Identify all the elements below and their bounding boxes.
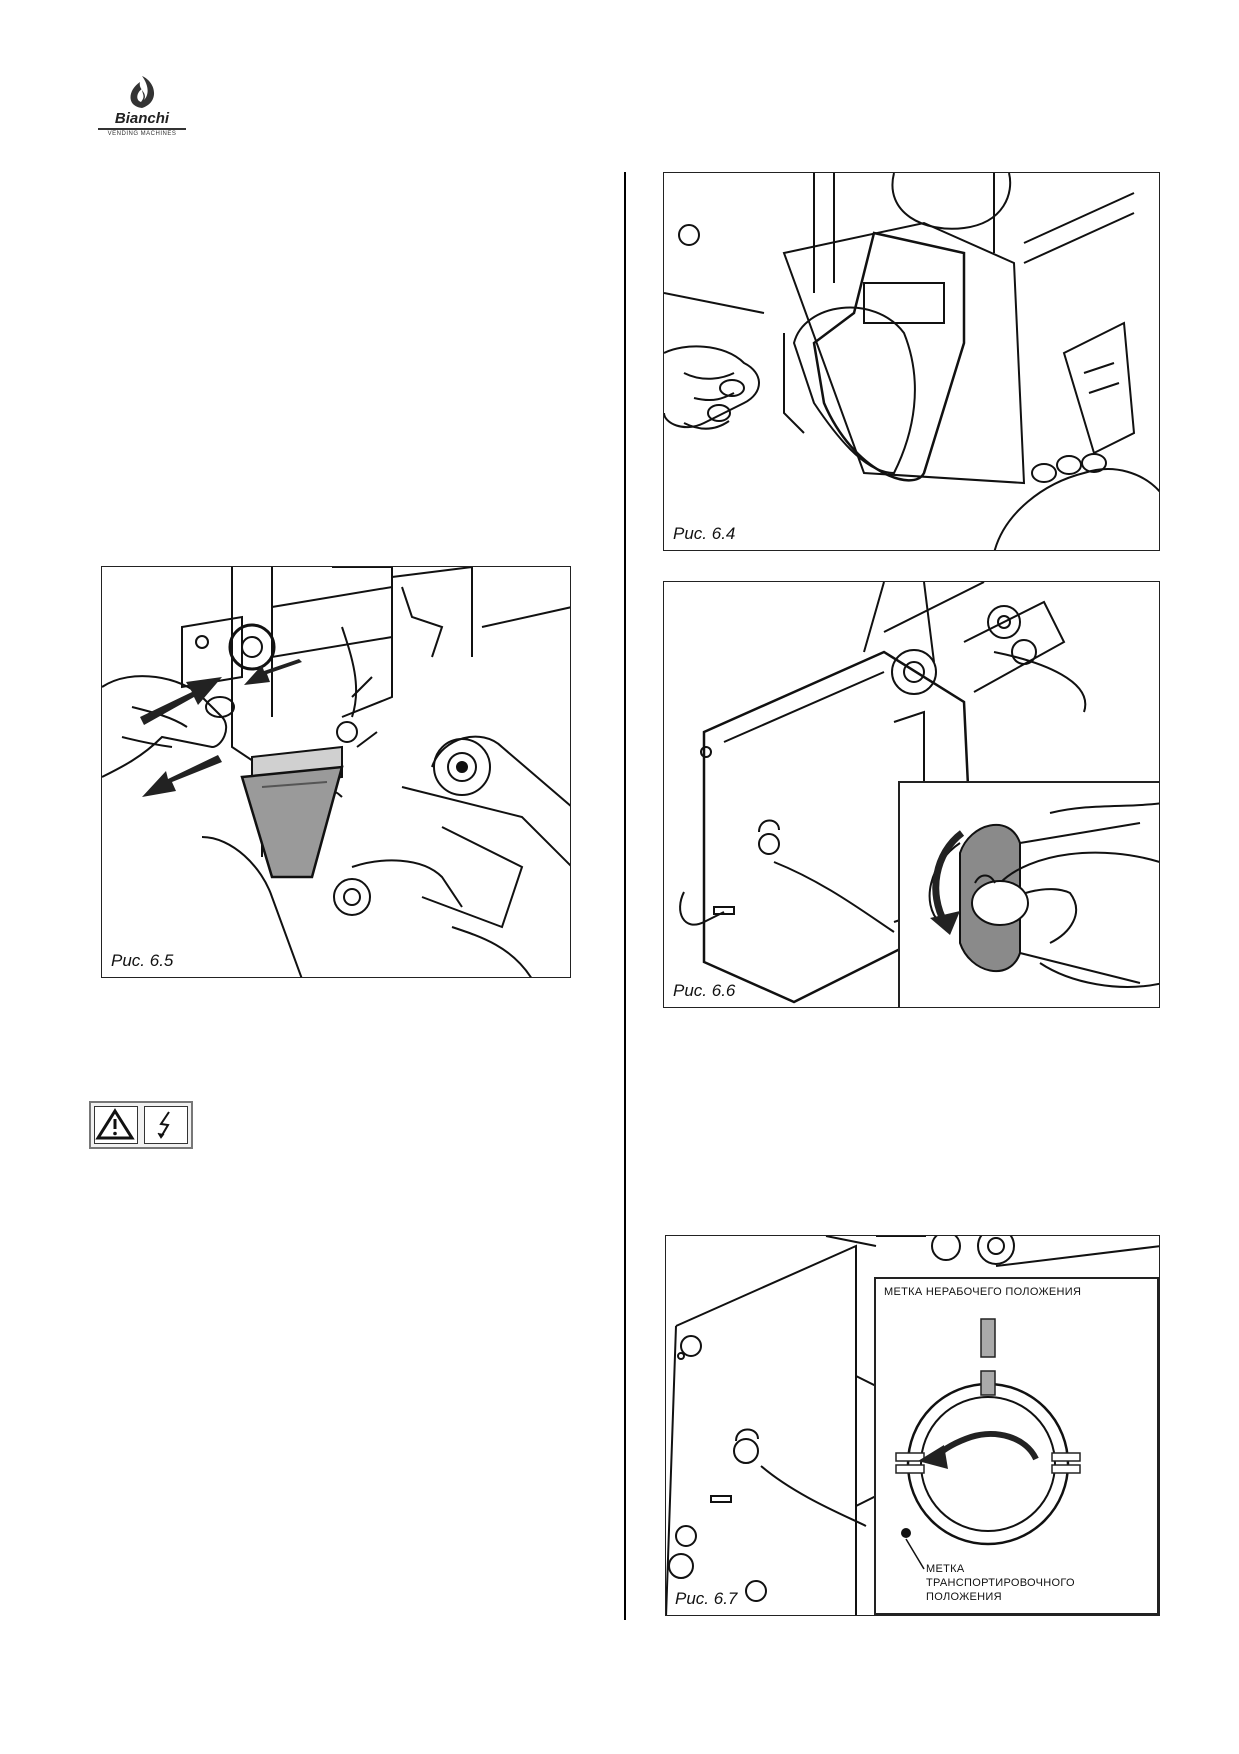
position-dial-illustration — [895, 1318, 1081, 1570]
figure-6-4: Рис. 6.4 — [663, 172, 1160, 551]
figure-6-7: МЕТКА НЕРАБОЧЕГО ПОЛОЖЕНИЯ МЕТКА ТРАНСПО… — [665, 1235, 1160, 1616]
counterclockwise-arrow-icon — [935, 1431, 1039, 1461]
warning-symbols — [89, 1101, 193, 1149]
pull-arrow-icon — [142, 755, 222, 797]
figure-caption: Рис. 6.6 — [670, 981, 739, 1001]
column-divider — [624, 172, 626, 1620]
hopper-removal-illustration — [664, 173, 1159, 550]
logo-rule — [98, 128, 186, 130]
flame-icon — [130, 76, 155, 108]
warning-triangle-icon — [95, 1108, 135, 1140]
direction-arrows — [140, 659, 302, 797]
transport-position-mark — [901, 1528, 911, 1538]
bianchi-logo: Bianchi VENDING MACHINES — [92, 72, 192, 148]
brand-name: Bianchi — [114, 110, 170, 127]
push-arrow-icon — [140, 677, 222, 725]
transport-label-line-1: МЕТКА — [926, 1563, 965, 1575]
figure-caption: Рис. 6.7 — [672, 1589, 741, 1609]
electric-hazard-cell — [144, 1106, 188, 1144]
figure-6-6: Рис. 6.6 — [663, 581, 1160, 1008]
transport-label-line-3: ПОЛОЖЕНИЯ — [926, 1591, 1002, 1603]
figure-caption: Рис. 6.4 — [670, 524, 739, 544]
figure-caption: Рис. 6.5 — [108, 951, 177, 971]
brand-tagline: VENDING MACHINES — [107, 131, 177, 137]
arrowhead-icon — [918, 1445, 948, 1469]
transport-mark-label: МЕТКА ТРАНСПОРТИРОВОЧНОГО ПОЛОЖЕНИЯ — [926, 1562, 1075, 1604]
idle-position-mark — [980, 1318, 996, 1358]
figure-6-5: Рис. 6.5 — [101, 566, 571, 978]
warning-triangle-cell — [94, 1106, 138, 1144]
transport-label-line-2: ТРАНСПОРТИРОВОЧНОГО — [926, 1577, 1075, 1589]
rotate-arrow-icon — [930, 830, 965, 935]
dial-top-mark — [980, 1370, 996, 1396]
marks-inset: МЕТКА НЕРАБОЧЕГО ПОЛОЖЕНИЯ МЕТКА ТРАНСПО… — [874, 1277, 1159, 1615]
idle-mark-label: МЕТКА НЕРАБОЧЕГО ПОЛОЖЕНИЯ — [884, 1286, 1082, 1298]
slide-arrow-icon — [244, 659, 302, 685]
hand-turning-knob-illustration — [928, 802, 1159, 988]
electric-hazard-icon — [157, 1111, 170, 1139]
knob-inset — [898, 781, 1159, 1007]
powder-dispenser-illustration — [102, 567, 570, 977]
